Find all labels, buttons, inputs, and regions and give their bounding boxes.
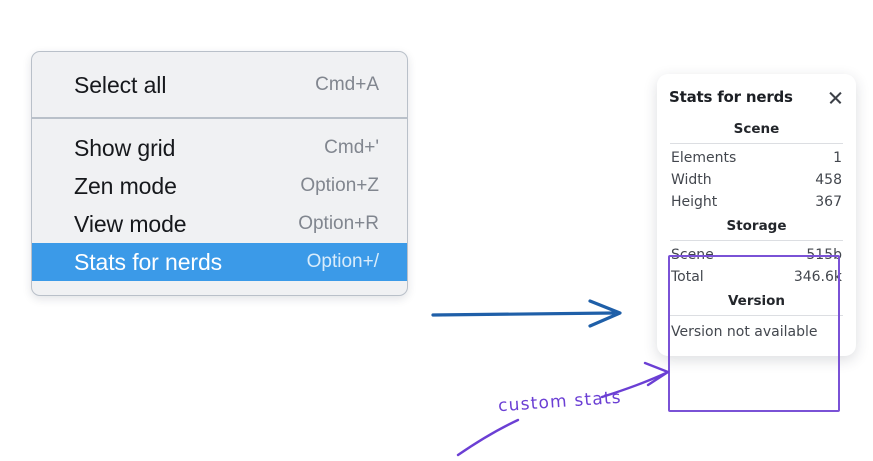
stat-value: 346.6k [793, 269, 842, 285]
menu-item-shortcut: Cmd+A [315, 74, 379, 95]
stat-value: 1 [833, 150, 842, 166]
menu-group-1: Select all Cmd+A [32, 52, 407, 117]
close-icon[interactable] [827, 89, 844, 106]
menu-separator [32, 117, 407, 119]
version-note: Version not available [671, 324, 818, 340]
stat-value: 367 [815, 194, 842, 210]
stat-label: Total [671, 269, 704, 285]
menu-item-stats-for-nerds[interactable]: Stats for nerds Option+/ [32, 243, 407, 281]
menu-item-zen-mode[interactable]: Zen mode Option+Z [32, 167, 407, 205]
section-divider [670, 240, 843, 241]
menu-item-shortcut: Cmd+' [324, 137, 379, 158]
stat-value: 458 [815, 172, 842, 188]
section-title: Storage [726, 218, 787, 234]
section-divider [670, 143, 843, 144]
stat-label: Elements [671, 150, 737, 166]
context-menu: Select all Cmd+A Show grid Cmd+' Zen mod… [31, 51, 408, 296]
stat-row: Elements 1 [668, 147, 845, 169]
section-storage: Storage Scene 515b Total 346.6k [668, 213, 845, 288]
menu-item-shortcut: Option+R [298, 213, 379, 234]
stat-row: Height 367 [668, 191, 845, 213]
menu-item-label: Select all [74, 71, 167, 98]
menu-item-label: Stats for nerds [74, 248, 223, 275]
stat-row: Scene 515b [668, 244, 845, 266]
menu-item-show-grid[interactable]: Show grid Cmd+' [32, 129, 407, 167]
section-scene: Scene Elements 1 Width 458 Height 367 [668, 116, 845, 213]
stat-value: 515b [806, 247, 842, 263]
menu-item-label: Zen mode [74, 172, 177, 199]
section-title: Scene [733, 121, 780, 137]
stats-for-nerds-panel: Stats for nerds Scene Elements 1 Width 4… [657, 74, 856, 356]
menu-item-label: View mode [74, 210, 187, 237]
menu-item-shortcut: Option+Z [300, 175, 379, 196]
stat-row: Width 458 [668, 169, 845, 191]
menu-item-shortcut: Option+/ [306, 251, 379, 272]
flow-arrow-icon [431, 299, 622, 328]
annotation-underline-icon [456, 418, 520, 457]
section-version: Version Version not available [668, 288, 845, 342]
menu-group-2: Show grid Cmd+' Zen mode Option+Z View m… [32, 119, 407, 295]
section-title: Version [727, 293, 786, 309]
section-divider [670, 315, 843, 316]
stat-label: Height [671, 194, 718, 210]
stat-row: Total 346.6k [668, 266, 845, 288]
stat-label: Scene [671, 247, 714, 263]
menu-item-select-all[interactable]: Select all Cmd+A [32, 66, 407, 104]
custom-stats-annotation-label: custom stats [497, 387, 623, 417]
menu-item-view-mode[interactable]: View mode Option+R [32, 205, 407, 243]
menu-item-label: Show grid [74, 134, 176, 161]
stat-label: Width [671, 172, 712, 188]
panel-header: Stats for nerds [668, 86, 845, 116]
panel-title: Stats for nerds [669, 88, 793, 106]
